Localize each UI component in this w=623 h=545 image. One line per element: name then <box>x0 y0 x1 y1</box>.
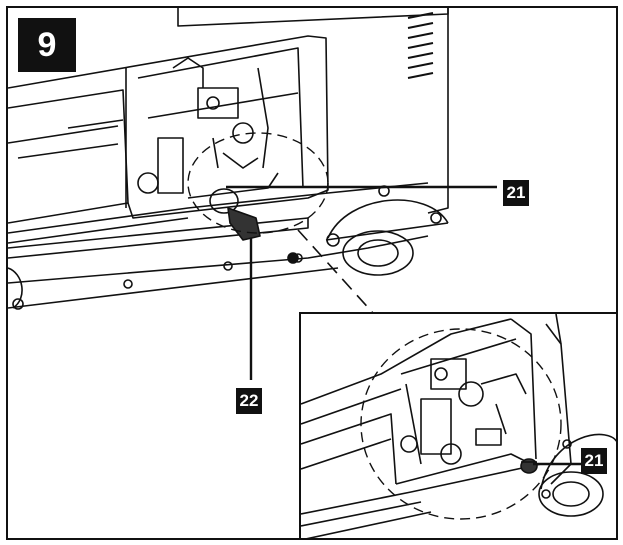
diagram-frame: 9 21 22 21 <box>6 6 618 540</box>
machine-illustration <box>8 8 497 380</box>
step-number-badge: 9 <box>18 18 76 72</box>
detail-inset <box>299 312 616 538</box>
inset-illustration <box>301 314 616 538</box>
callout-part-22: 22 <box>236 388 262 414</box>
callout-part-21: 21 <box>503 180 529 206</box>
callout-inset-part-21: 21 <box>581 448 607 474</box>
